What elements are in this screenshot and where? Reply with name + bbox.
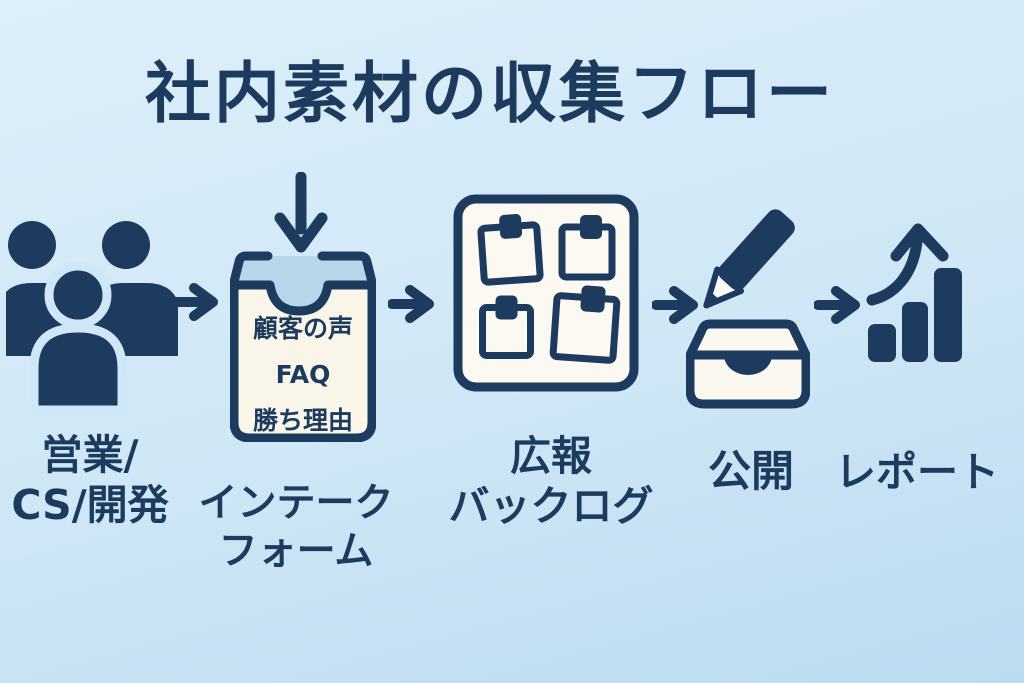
label-line: インテーク [198,481,394,526]
sticky-note [549,285,621,364]
sticky-notes-board-icon [453,194,639,392]
form-body [234,256,372,438]
label-line: 営業/ [41,431,139,479]
pencil-body [718,209,795,291]
label-intake-form: インテーク フォーム [186,480,406,575]
growth-curve [866,236,923,306]
form-item: 顧客の声 [252,314,353,343]
person-head [102,221,150,269]
down-arrow-icon [274,172,328,253]
label-line: レポート [835,448,999,496]
label-report: レポート [832,447,1002,497]
chart-bar [902,302,928,362]
right-arrow-icon [652,286,698,324]
person-head [8,221,56,269]
label-line: 広報 [510,432,592,480]
inbox-tray-icon [686,319,810,409]
form-outline [230,251,376,442]
pencil-icon [703,209,795,309]
chart-bar [934,268,962,362]
sticky-note [558,215,616,281]
form-pocket-edge [230,280,376,316]
form-item: 勝ち理由 [252,406,353,435]
right-arrow-icon [172,283,218,321]
label-sources: 営業/ CS/開発 [0,430,180,530]
intake-form-icon: 顧客の声 FAQ 勝ち理由 [230,248,376,442]
intake-form-shape [230,251,376,442]
label-line: フォーム [218,528,374,574]
note-pin [499,214,523,239]
note-pin [580,215,602,239]
label-publish: 公開 [686,446,816,498]
sticky-note [479,295,534,359]
label-pr-backlog: 広報 バックログ [436,431,666,531]
page-title: 社内素材の収集フロー [145,55,835,132]
label-line: バックログ [448,482,654,531]
pencil-lead [705,290,722,307]
arrow-head [890,223,949,262]
sticky-note [477,214,544,286]
form-item: FAQ [275,360,331,389]
person-head [44,261,112,329]
right-arrow-icon [388,285,434,323]
tray-notch [724,355,772,375]
note-pin [495,295,518,320]
chart-bar [868,324,896,362]
label-line: CS/開発 [11,481,169,530]
person-torso [29,323,127,414]
right-arrow-icon [814,286,860,324]
people-group-icon [6,221,178,414]
bar-chart-up-icon [866,223,962,362]
form-opening [234,256,372,311]
note-pin [580,285,606,313]
label-line: 公開 [708,447,794,497]
form-items: 顧客の声 FAQ 勝ち理由 [230,314,376,436]
